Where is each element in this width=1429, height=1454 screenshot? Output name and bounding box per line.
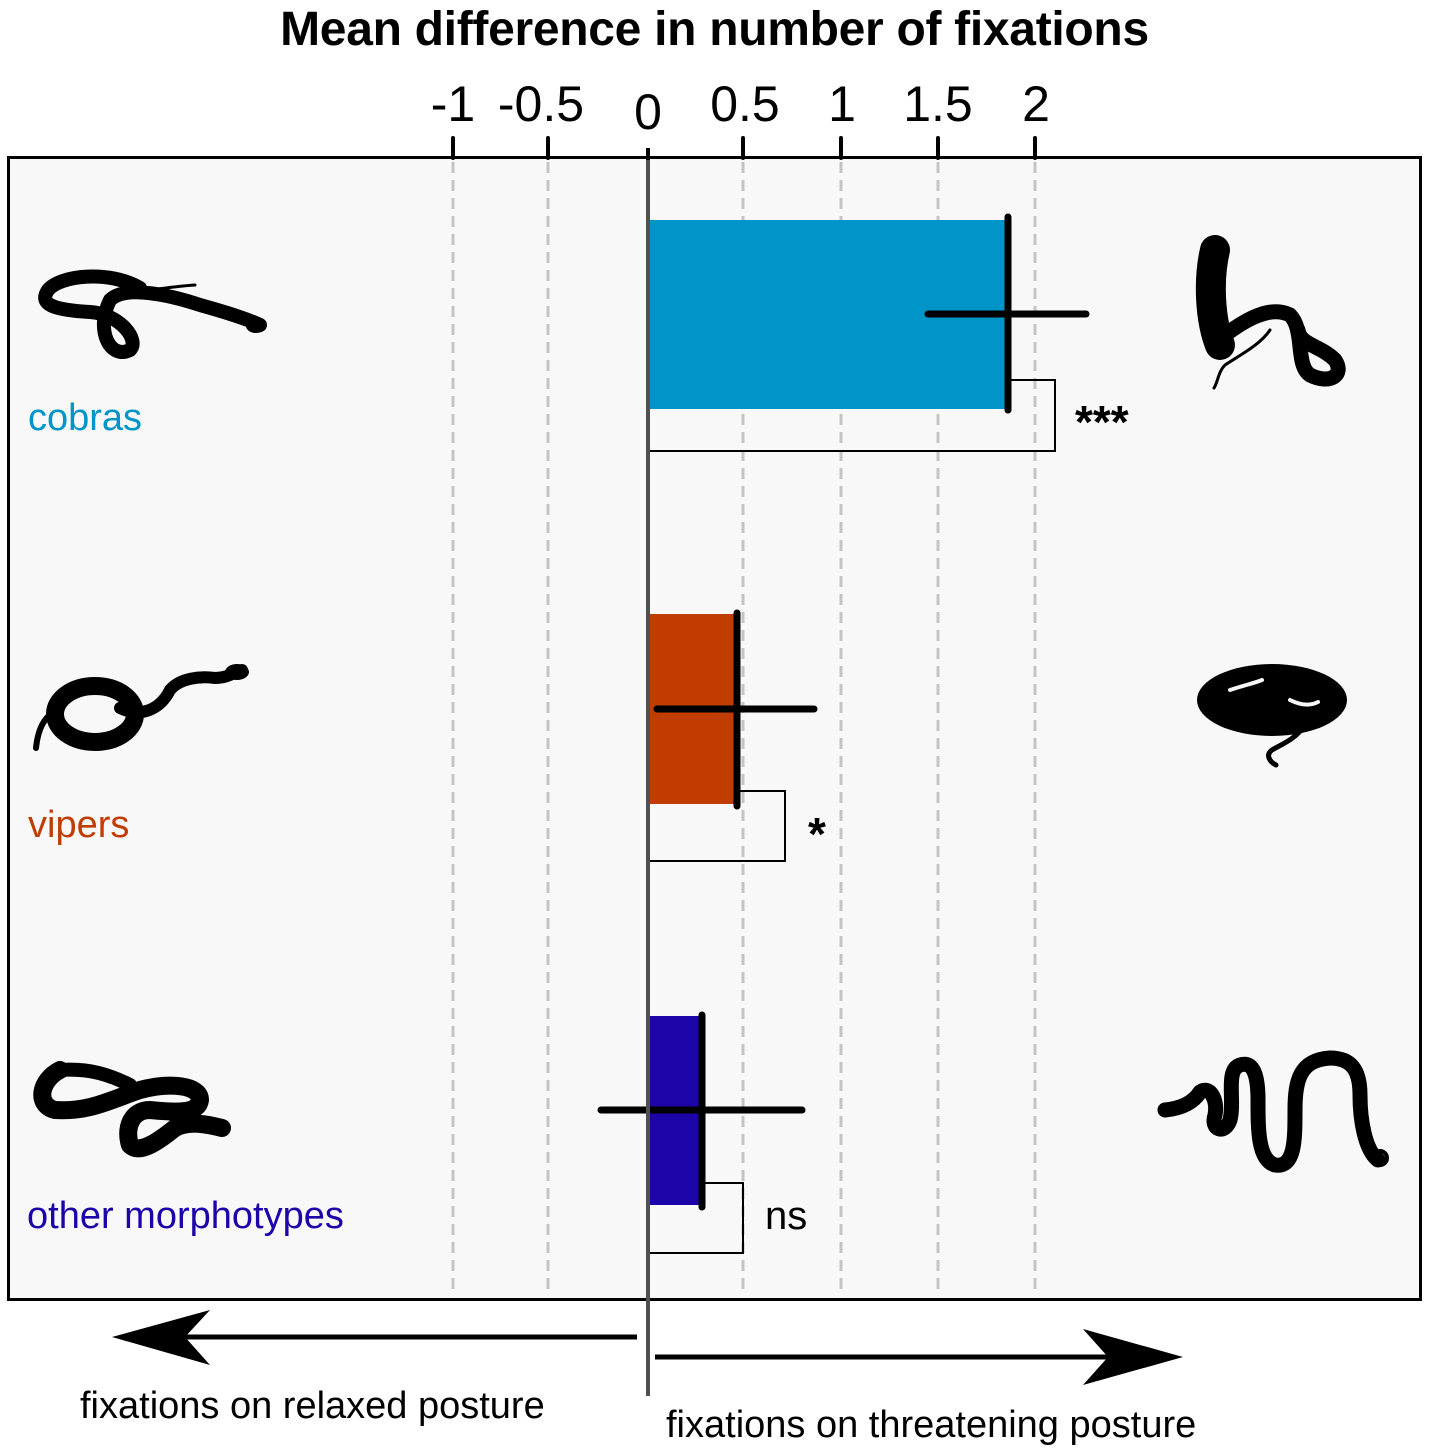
right-arrow-icon: [655, 1329, 1183, 1385]
right-arrow-label: fixations on threatening posture: [666, 1404, 1197, 1446]
x-axis-ticks: [451, 136, 1037, 160]
x-tick-label: 0: [634, 84, 662, 140]
snake-other-threatening-icon: [1157, 1050, 1389, 1173]
significance-cobras: ***: [1075, 396, 1129, 448]
snake-other-relaxed-icon: [33, 1061, 231, 1158]
significance-vipers: *: [808, 808, 826, 860]
chart-title: Mean difference in number of fixations: [280, 3, 1149, 56]
x-tick-label: 1.5: [903, 76, 973, 132]
left-arrow-label: fixations on relaxed posture: [80, 1385, 545, 1427]
left-arrow-icon: [112, 1310, 637, 1365]
x-tick-label: 1: [828, 76, 856, 132]
x-tick-label: 2: [1022, 76, 1050, 132]
error-bars: [597, 213, 1090, 1211]
snake-viper-threatening-icon: [1197, 664, 1347, 768]
snake-cobra-relaxed-icon: [38, 269, 267, 359]
snake-viper-relaxed-icon: [33, 664, 249, 751]
x-tick-label: 0.5: [710, 76, 780, 132]
category-label-vipers: vipers: [28, 804, 130, 846]
x-tick-label: -1: [430, 76, 476, 132]
category-label-cobras: cobras: [28, 397, 143, 439]
category-label-other: other morphotypes: [27, 1195, 344, 1237]
snake-cobra-threatening-icon: [1195, 235, 1346, 390]
significance-other: ns: [765, 1194, 808, 1238]
x-tick-label: -0.5: [497, 76, 585, 132]
significance-brackets: [648, 379, 1056, 1254]
